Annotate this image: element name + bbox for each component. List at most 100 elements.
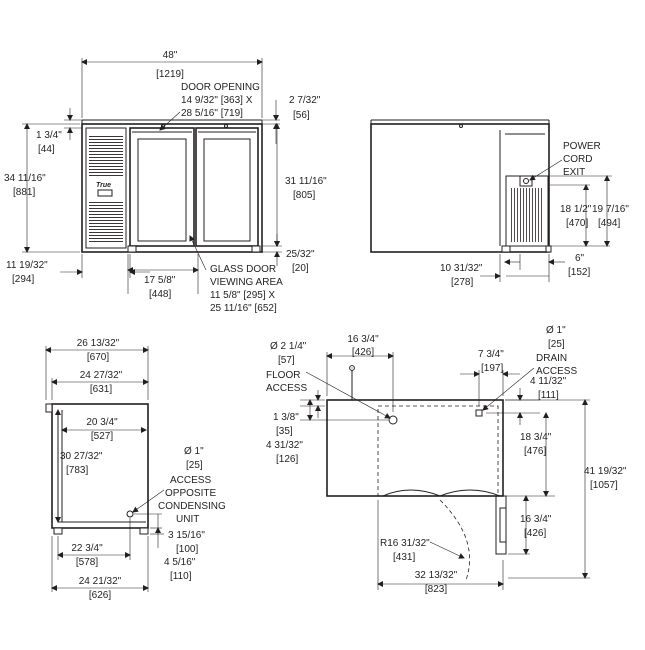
floor-diameter-mm: [57] xyxy=(278,355,295,366)
door-opening-leader xyxy=(159,111,181,131)
back-view: POWER CORD EXIT 18 1/2" [470] 19 7/16" [… xyxy=(370,119,629,288)
power-label-3: EXIT xyxy=(563,167,585,178)
side-hole-diameter: Ø 1" xyxy=(184,446,204,457)
dim-side-d5-mm: [626] xyxy=(89,590,111,601)
lower-louvers xyxy=(89,200,123,244)
power-cord-box xyxy=(519,175,533,187)
dim-back-h1-mm: [470] xyxy=(566,218,588,229)
power-label-2: CORD xyxy=(563,154,592,165)
dim-plan-x1-text: 16 3/4" xyxy=(347,334,379,345)
plan-cabinet xyxy=(326,399,504,497)
side-foot-left xyxy=(53,527,63,535)
floor-label-2: ACCESS xyxy=(266,383,307,394)
dim-plan-x1-mm: [426] xyxy=(352,347,374,358)
back-foot-right xyxy=(545,245,552,253)
side-access-1: ACCESS xyxy=(170,475,211,486)
side-view: 26 13/32" [670] 24 27/32" [631] 20 3/4" … xyxy=(45,338,226,601)
front-view: True 48" [1219] DOOR OPENING 14 9/32" [3… xyxy=(4,50,327,314)
dim-plan-y2-text: 4 31/32" xyxy=(266,440,303,451)
dim-plan-y4-mm: [1057] xyxy=(590,480,618,491)
dim-side-d3-mm: [527] xyxy=(91,431,113,442)
dim-plan-y4-text: 41 19/32" xyxy=(584,466,627,477)
radius-mm: [431] xyxy=(393,552,415,563)
door-opening-line1: 14 9/32" [363] X xyxy=(181,95,253,106)
front-cabinet xyxy=(81,123,263,253)
foot-left xyxy=(127,245,137,253)
dim-door-w-mm: [448] xyxy=(149,289,171,300)
dim-plan-w-text: 32 13/32" xyxy=(415,570,458,581)
dim-door-h-text: 31 11/16" xyxy=(285,176,327,187)
drain-access-icon xyxy=(475,409,483,417)
left-door xyxy=(129,127,195,247)
dim-side-d1-text: 26 13/32" xyxy=(77,338,120,349)
radius-text: R16 31/32" xyxy=(380,538,430,549)
dim-side-d2-text: 24 27/32" xyxy=(80,370,123,381)
drain-diameter-mm: [25] xyxy=(548,339,565,350)
plan-view: Ø 2 1/4" [57] FLOOR ACCESS 16 3/4" [426]… xyxy=(266,325,627,595)
back-foot-left xyxy=(501,245,511,253)
glass-subtitle: VIEWING AREA xyxy=(210,277,283,288)
dim-width-text: 48" xyxy=(163,50,178,61)
dim-plan-y1-mm: [35] xyxy=(276,426,293,437)
dim-left-w-mm: [294] xyxy=(12,274,34,285)
dim-plan-x3-text: 4 11/32" xyxy=(530,376,567,387)
condenser-fins xyxy=(510,188,544,242)
dim-plan-y3-text: 18 3/4" xyxy=(520,432,552,443)
glass-line1: 11 5/8" [295] X xyxy=(210,290,275,301)
dim-plan-y5-text: 16 3/4" xyxy=(520,514,552,525)
door-swing-right xyxy=(439,489,501,497)
dim-width-mm: [1219] xyxy=(156,69,184,80)
right-lock-icon xyxy=(224,124,228,128)
dim-top-mm: [56] xyxy=(293,110,310,121)
dim-side-d4-mm: [578] xyxy=(76,557,98,568)
right-door-glass xyxy=(203,138,251,242)
side-access-3: CONDENSING xyxy=(158,501,226,512)
glass-title: GLASS DOOR xyxy=(210,264,276,275)
dim-back-h1-text: 18 1/2" xyxy=(560,204,592,215)
dim-plan-x2-mm: [197] xyxy=(481,363,503,374)
dim-base-mm: [20] xyxy=(292,263,309,274)
dim-side-d3-text: 20 3/4" xyxy=(86,417,118,428)
foot-right xyxy=(251,245,261,253)
dim-side-h3-mm: [110] xyxy=(170,571,192,582)
door-opening-title: DOOR OPENING xyxy=(181,82,260,93)
dim-plan-y3-mm: [476] xyxy=(524,446,546,457)
dim-side-h3-text: 4 5/16" xyxy=(164,557,196,568)
dim-plan-y5-mm: [426] xyxy=(524,528,546,539)
upper-louvers xyxy=(89,134,123,176)
door-swing-arc xyxy=(439,499,470,581)
dim-height-text: 34 11/16" xyxy=(4,173,46,184)
drain-label-1: DRAIN xyxy=(536,353,567,364)
dim-plan-x3-mm: [111] xyxy=(538,390,559,401)
dim-top-text: 2 7/32" xyxy=(289,95,321,106)
access-hole-icon xyxy=(126,510,134,518)
door-swing-left xyxy=(382,489,441,497)
dim-plan-y1-text: 1 3/8" xyxy=(273,412,299,423)
plan-interior xyxy=(377,405,499,497)
glass-line2: 25 11/16" [652] xyxy=(210,303,277,314)
power-cord-icon xyxy=(523,178,529,184)
dim-side-d4-text: 22 3/4" xyxy=(71,543,103,554)
dim-side-d2-mm: [631] xyxy=(90,384,112,395)
floor-diameter: Ø 2 1/4" xyxy=(270,341,307,352)
dim-base-text: 25/32" xyxy=(286,249,315,260)
dim-back-h2-text: 19 7/16" xyxy=(592,204,629,215)
side-access-2: OPPOSITE xyxy=(165,488,216,499)
power-leader xyxy=(529,159,563,181)
dim-back-w2-mm: [152] xyxy=(568,267,590,278)
thermostat-display xyxy=(97,189,113,197)
door-opening-line2: 28 5/16" [719] xyxy=(181,108,243,119)
side-hole-mm: [25] xyxy=(186,460,203,471)
dim-back-w1-text: 10 31/32" xyxy=(440,263,483,274)
dim-left-w-text: 11 19/32" xyxy=(6,260,48,271)
side-foot-right xyxy=(139,527,149,535)
power-cord-plug-icon xyxy=(349,365,355,371)
side-lip xyxy=(45,403,53,413)
glass-leader xyxy=(189,235,207,271)
dim-plan-w-mm: [823] xyxy=(425,584,447,595)
back-screw-icon xyxy=(459,124,463,128)
drain-diameter: Ø 1" xyxy=(546,325,566,336)
dim-back-w2-text: 6" xyxy=(575,253,585,264)
power-label-1: POWER xyxy=(563,141,601,152)
